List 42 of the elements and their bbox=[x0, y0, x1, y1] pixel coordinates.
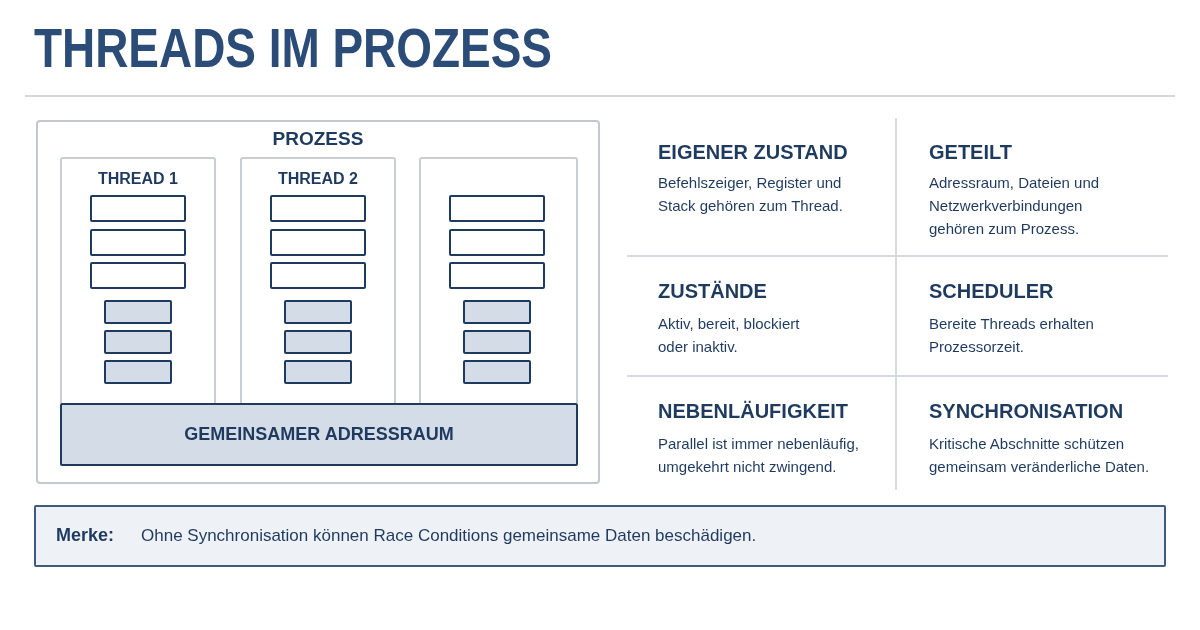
section-text: Befehlszeiger, Register und Stack gehören zum Thread. bbox=[658, 173, 844, 216]
slot bbox=[90, 195, 186, 222]
slot bbox=[449, 262, 545, 289]
thread-heading: THREAD 1 bbox=[97, 169, 179, 189]
filled-slot bbox=[463, 330, 531, 354]
note-box bbox=[34, 505, 1166, 567]
filled-slot bbox=[104, 330, 172, 354]
note-text: Ohne Synchronisation können Race Conditions gemeinsame Daten beschädigen. bbox=[141, 526, 757, 547]
filled-slot bbox=[284, 360, 352, 384]
section-heading: EIGENER ZUSTAND bbox=[658, 140, 848, 164]
section-text: Adressraum, Dateien und Netzwerkverbindungen gehören zum Prozess. bbox=[929, 173, 1101, 239]
filled-slot bbox=[104, 360, 172, 384]
section-text: Parallel ist immer nebenläufig, umgekehrt nicht zwingend. bbox=[658, 434, 860, 477]
section-heading: SYNCHRONISATION bbox=[929, 399, 1124, 423]
slot bbox=[270, 262, 366, 289]
slot bbox=[449, 229, 545, 256]
filled-slot bbox=[463, 360, 531, 384]
note-label: Merke: bbox=[56, 525, 115, 547]
section-text: Aktiv, bereit, blockiert oder inaktiv. bbox=[658, 314, 801, 357]
thread-column bbox=[60, 157, 216, 403]
section-heading: GETEILT bbox=[929, 140, 1012, 164]
thread-heading: THREAD 2 bbox=[277, 169, 359, 189]
slot bbox=[270, 195, 366, 222]
thread-column bbox=[419, 157, 578, 403]
section-text: Kritische Abschnitte schützen gemeinsam veränderliche Daten. bbox=[929, 434, 1151, 477]
slot bbox=[90, 229, 186, 256]
slot bbox=[449, 195, 545, 222]
filled-slot bbox=[463, 300, 531, 324]
process-heading: PROZESS bbox=[271, 128, 365, 151]
shared-address-band: GEMEINSAMER ADRESSRAUM bbox=[60, 403, 578, 466]
process-box bbox=[36, 120, 600, 484]
section-heading: NEBENLÄUFIGKEIT bbox=[658, 399, 848, 423]
filled-slot bbox=[104, 300, 172, 324]
filled-slot bbox=[284, 300, 352, 324]
slot bbox=[90, 262, 186, 289]
section-text: Bereite Threads erhalten Prozessorzeit. bbox=[929, 314, 1095, 357]
filled-slot bbox=[284, 330, 352, 354]
section-heading: SCHEDULER bbox=[929, 279, 1054, 303]
slot bbox=[270, 229, 366, 256]
thread-column bbox=[240, 157, 396, 403]
section-heading: ZUSTÄNDE bbox=[658, 279, 767, 303]
page-title: THREADS IM PROZESS bbox=[34, 16, 552, 80]
